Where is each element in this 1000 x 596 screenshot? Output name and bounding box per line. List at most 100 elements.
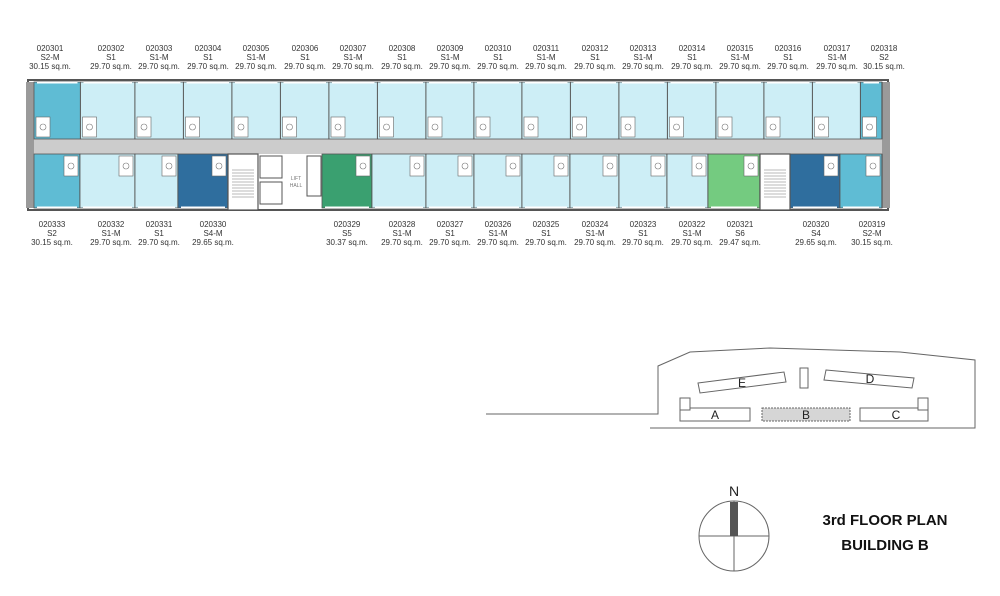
unit-020301[interactable] bbox=[33, 81, 82, 140]
bathroom-020307 bbox=[330, 116, 346, 138]
unit-type: S1 bbox=[493, 53, 503, 62]
unit-area: 29.70 sq.m. bbox=[525, 62, 567, 71]
unit-area: 29.70 sq.m. bbox=[381, 238, 423, 247]
bathroom-020312 bbox=[572, 116, 587, 138]
top-unit-row bbox=[33, 81, 883, 140]
unit-020325[interactable] bbox=[521, 153, 571, 209]
unit-020311[interactable] bbox=[521, 81, 572, 140]
svg-text:C: C bbox=[892, 408, 901, 422]
unit-020309[interactable] bbox=[425, 81, 475, 140]
unit-020304[interactable] bbox=[183, 81, 233, 140]
unit-020319[interactable] bbox=[839, 153, 883, 209]
unit-type: S1-M bbox=[488, 229, 508, 238]
unit-type: S1 bbox=[154, 229, 164, 238]
unit-id: 020319 bbox=[858, 220, 886, 229]
unit-area: 29.70 sq.m. bbox=[525, 238, 567, 247]
unit-area: 29.70 sq.m. bbox=[138, 62, 180, 71]
svg-text:B: B bbox=[802, 408, 810, 422]
unit-020308[interactable] bbox=[377, 81, 427, 140]
unit-020330[interactable] bbox=[177, 153, 229, 209]
site-boundary bbox=[486, 347, 976, 429]
unit-area: 29.70 sq.m. bbox=[187, 62, 229, 71]
unit-020332[interactable] bbox=[79, 153, 136, 209]
unit-id: 020305 bbox=[242, 44, 270, 53]
unit-area: 29.70 sq.m. bbox=[235, 62, 277, 71]
unit-area: 29.65 sq.m. bbox=[795, 238, 837, 247]
unit-020303[interactable] bbox=[134, 81, 185, 140]
unit-020313[interactable] bbox=[618, 81, 669, 140]
unit-020331[interactable] bbox=[134, 153, 179, 209]
unit-020317[interactable] bbox=[812, 81, 862, 140]
unit-020310[interactable] bbox=[473, 81, 523, 140]
unit-id: 020324 bbox=[581, 220, 609, 229]
unit-id: 020321 bbox=[726, 220, 754, 229]
east-wall bbox=[882, 82, 890, 208]
bathroom-020318 bbox=[862, 116, 877, 138]
unit-type: S2-M bbox=[40, 53, 60, 62]
unit-id: 020325 bbox=[532, 220, 560, 229]
unit-020316[interactable] bbox=[763, 81, 814, 140]
unit-area: 30.15 sq.m. bbox=[863, 62, 905, 71]
unit-020312[interactable] bbox=[570, 81, 620, 140]
unit-type: S1-M bbox=[343, 53, 363, 62]
unit-020333[interactable] bbox=[33, 153, 81, 209]
unit-type: S5 bbox=[342, 229, 352, 238]
unit-type: S1-M bbox=[392, 229, 412, 238]
unit-020307[interactable] bbox=[328, 81, 379, 140]
unit-020326[interactable] bbox=[473, 153, 523, 209]
unit-020324[interactable] bbox=[569, 153, 620, 209]
unit-020314[interactable] bbox=[667, 81, 717, 140]
unit-area: 29.70 sq.m. bbox=[332, 62, 374, 71]
corridor bbox=[34, 139, 882, 154]
unit-020320[interactable] bbox=[789, 153, 841, 209]
unit-020329[interactable] bbox=[321, 153, 373, 209]
unit-020302[interactable] bbox=[80, 81, 136, 140]
unit-020323[interactable] bbox=[618, 153, 668, 209]
unit-area: 29.70 sq.m. bbox=[622, 238, 664, 247]
site-building-small bbox=[799, 367, 809, 389]
bathroom-020330 bbox=[211, 155, 227, 177]
unit-area: 29.70 sq.m. bbox=[574, 238, 616, 247]
unit-020321[interactable] bbox=[707, 153, 761, 209]
unit-020305[interactable] bbox=[231, 81, 282, 140]
unit-id: 020314 bbox=[678, 44, 706, 53]
unit-020327[interactable] bbox=[425, 153, 475, 209]
unit-type: S1-M bbox=[536, 53, 556, 62]
bathroom-020320 bbox=[823, 155, 839, 177]
floor-plan-title: 3rd FLOOR PLAN bbox=[822, 512, 948, 529]
unit-type: S1-M bbox=[730, 53, 750, 62]
unit-area: 30.37 sq.m. bbox=[326, 238, 368, 247]
unit-020306[interactable] bbox=[280, 81, 330, 140]
bathroom-020304 bbox=[185, 116, 200, 138]
unit-020328[interactable] bbox=[371, 153, 427, 209]
unit-type: S1 bbox=[106, 53, 116, 62]
unit-id: 020320 bbox=[802, 220, 830, 229]
lift-shaft-1 bbox=[259, 155, 283, 179]
unit-type: S1 bbox=[638, 229, 648, 238]
unit-020318[interactable] bbox=[860, 81, 883, 140]
unit-area: 30.15 sq.m. bbox=[851, 238, 893, 247]
svg-text:E: E bbox=[738, 376, 746, 390]
unit-id: 020318 bbox=[870, 44, 898, 53]
bathroom-020327 bbox=[457, 155, 473, 177]
bathroom-020322 bbox=[691, 155, 707, 177]
unit-020322[interactable] bbox=[666, 153, 709, 209]
unit-id: 020326 bbox=[484, 220, 512, 229]
unit-020315[interactable] bbox=[715, 81, 765, 140]
unit-type: S1-M bbox=[246, 53, 266, 62]
